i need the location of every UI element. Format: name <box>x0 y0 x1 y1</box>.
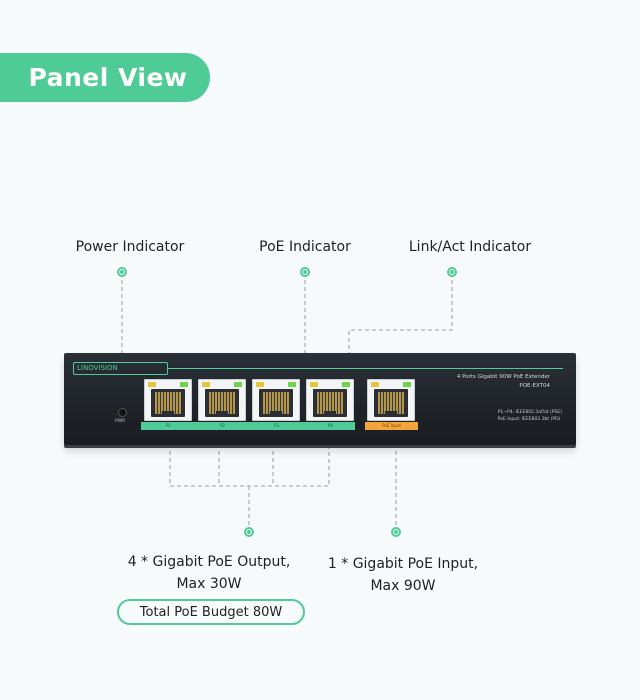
poe-extender-device: LINOVISION 4 Ports Gigabit 90W PoE Exten… <box>64 353 576 445</box>
poe-output-line1: 4 * Gigabit PoE Output, <box>127 554 291 570</box>
link-act-indicator-label: Link/Act Indicator <box>408 239 532 255</box>
model-label: 4 Ports Gigabit 90W PoE Extender POE-EXT… <box>457 373 550 391</box>
port-label: P1 <box>166 423 171 428</box>
spec-line: P1~P4: IEEE802.3af/at (PSE) <box>497 410 562 415</box>
poe-input-line1: 1 * Gigabit PoE Input, <box>327 556 479 572</box>
power-led-icon <box>118 408 127 417</box>
spec-line: PoE Input: IEEE802.3bt (PD) <box>497 417 561 422</box>
model-name: 4 Ports Gigabit 90W PoE Extender <box>456 374 550 380</box>
panel-view-badge: Panel View <box>0 53 210 102</box>
poe-output-label: 4 * Gigabit PoE Output, Max 30W <box>128 551 291 595</box>
poe-indicator-label: PoE Indicator <box>259 239 351 255</box>
spec-label: P1~P4: IEEE802.3af/at (PSE) PoE Input: I… <box>498 409 562 423</box>
poe-callout-dot <box>300 267 310 277</box>
ethernet-port-icon <box>252 379 300 421</box>
power-indicator-label: Power Indicator <box>75 239 185 255</box>
input-port-strip: PoE Input <box>365 422 418 430</box>
ethernet-port-icon <box>367 379 415 421</box>
ethernet-port-icon <box>144 379 192 421</box>
poe-input-line2: Max 90W <box>370 578 436 594</box>
panel-view-title: Panel View <box>28 63 188 92</box>
output-port-strip: P1 P2 P3 P4 <box>141 422 355 430</box>
port-label: P2 <box>220 423 225 428</box>
input-callout-dot <box>391 527 401 537</box>
power-callout-dot <box>117 267 127 277</box>
port-label: P3 <box>274 423 279 428</box>
ethernet-port-icon <box>198 379 246 421</box>
poe-input-label: 1 * Gigabit PoE Input, Max 90W <box>328 553 478 597</box>
link-callout-dot <box>447 267 457 277</box>
brand-line <box>168 368 563 369</box>
output-leader <box>169 430 330 526</box>
brand-logo: LINOVISION <box>73 362 168 375</box>
poe-budget-label: Total PoE Budget 80W <box>139 604 283 620</box>
poe-output-line2: Max 30W <box>176 576 242 592</box>
ethernet-port-icon <box>306 379 354 421</box>
output-callout-dot <box>244 527 254 537</box>
model-number: POE-EXT04 <box>519 383 550 389</box>
poe-budget-pill: Total PoE Budget 80W <box>117 599 305 625</box>
port-label: P4 <box>328 423 333 428</box>
power-led-label: PWR <box>115 419 126 424</box>
